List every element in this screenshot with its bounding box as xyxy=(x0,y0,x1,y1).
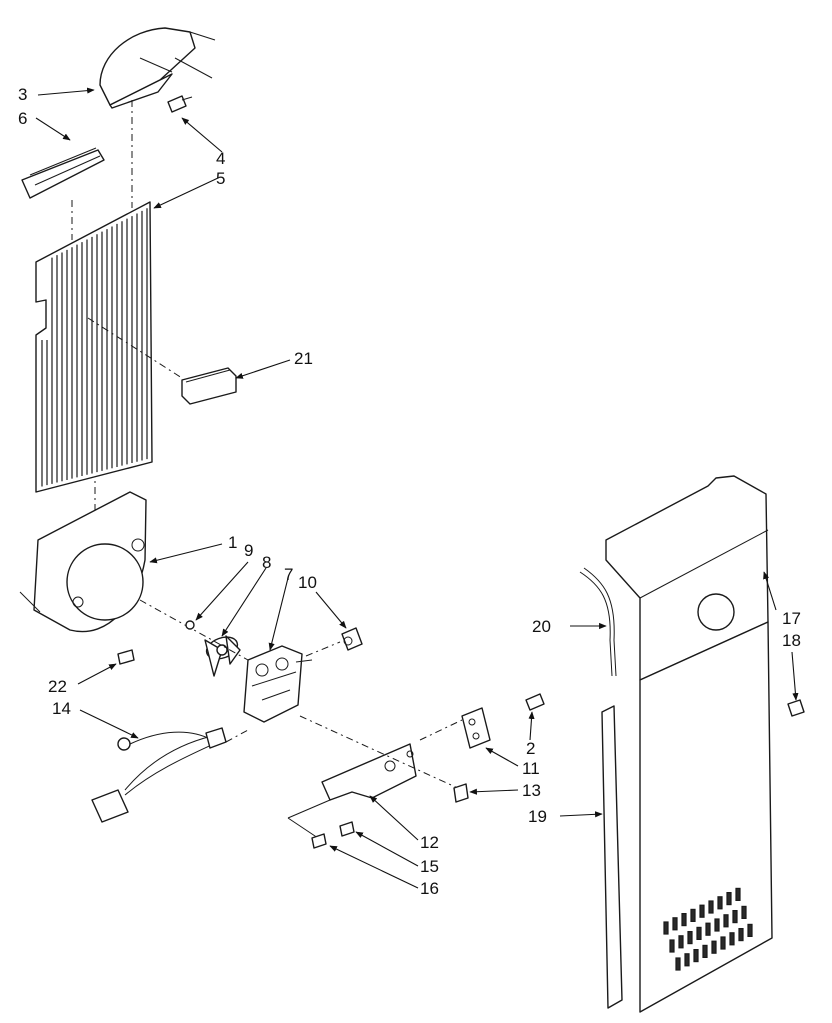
callout-2: 2 xyxy=(526,739,535,758)
screw-part-22 xyxy=(117,649,135,665)
callout-4: 4 xyxy=(216,149,225,168)
vent-slot xyxy=(690,908,696,923)
thermostat-bracket xyxy=(87,317,237,405)
callout-21: 21 xyxy=(294,349,313,368)
wire-part-20 xyxy=(579,567,617,677)
panel-ribs xyxy=(41,208,148,487)
panel-vents xyxy=(663,887,753,971)
vent-slot xyxy=(720,936,726,950)
callout-10: 10 xyxy=(298,573,317,592)
vent-slot xyxy=(747,923,753,938)
switch xyxy=(419,707,491,749)
callout-13: 13 xyxy=(522,781,541,800)
screw-part-2 xyxy=(525,693,545,711)
vent-slot xyxy=(681,912,687,927)
vent-slot xyxy=(726,891,732,906)
callout-14: 14 xyxy=(52,699,71,718)
screw-part-15 xyxy=(339,821,355,837)
vent-slot xyxy=(684,953,690,967)
vent-slot xyxy=(708,900,714,914)
vent-slot xyxy=(669,939,675,953)
screw-part-4 xyxy=(167,95,193,113)
rear-access-panel xyxy=(605,475,773,1013)
vent-slot xyxy=(693,948,699,963)
vent-slot xyxy=(705,922,711,936)
fan-blade xyxy=(139,599,249,677)
vent-slot xyxy=(672,917,678,931)
screw-part-18 xyxy=(787,699,805,717)
evaporator-cover-panel xyxy=(35,201,153,493)
callout-8: 8 xyxy=(262,553,271,572)
callout-19: 19 xyxy=(528,807,547,826)
air-duct-housing xyxy=(99,27,216,109)
clip-part-9 xyxy=(185,620,195,630)
callout-15: 15 xyxy=(420,857,439,876)
vent-slot xyxy=(738,927,744,942)
vent-slot xyxy=(741,905,747,920)
callout-5: 5 xyxy=(216,169,225,188)
callout-20: 20 xyxy=(532,617,551,636)
leader-lines xyxy=(35,87,799,889)
vent-slot xyxy=(678,935,684,949)
vent-slot xyxy=(714,918,720,932)
vent-slot xyxy=(663,921,669,935)
callout-7: 7 xyxy=(284,565,293,584)
vent-slot xyxy=(729,932,735,946)
vent-slot xyxy=(711,940,717,954)
callout-9: 9 xyxy=(244,541,253,560)
callout-6: 6 xyxy=(18,109,27,128)
vent-slot xyxy=(675,957,681,971)
vent-slot xyxy=(717,896,723,910)
nut-part-13 xyxy=(453,783,469,803)
vent-slot xyxy=(696,926,702,941)
callout-12: 12 xyxy=(420,833,439,852)
grommet xyxy=(305,627,363,657)
grille-cover xyxy=(21,147,105,199)
callout-labels: 3 6 4 5 21 1 9 8 7 10 22 14 20 17 18 2 1… xyxy=(18,85,801,898)
gasket-strip xyxy=(601,705,623,1009)
motor-bracket xyxy=(287,715,463,839)
callout-18: 18 xyxy=(782,631,801,650)
callout-16: 16 xyxy=(420,879,439,898)
callout-22: 22 xyxy=(48,677,67,696)
screw-part-16 xyxy=(311,833,327,849)
callout-17: 17 xyxy=(782,609,801,628)
callout-3: 3 xyxy=(18,85,27,104)
vent-slot xyxy=(723,914,729,928)
vent-slot xyxy=(687,930,693,945)
callout-1: 1 xyxy=(228,533,237,552)
vent-slot xyxy=(699,904,705,918)
vent-slot xyxy=(732,909,738,924)
callout-11: 11 xyxy=(522,759,540,778)
fan-shroud xyxy=(19,491,147,633)
vent-slot xyxy=(735,887,741,902)
vent-slot xyxy=(702,944,708,959)
wire-harness xyxy=(91,727,249,823)
fan-motor xyxy=(243,645,313,723)
